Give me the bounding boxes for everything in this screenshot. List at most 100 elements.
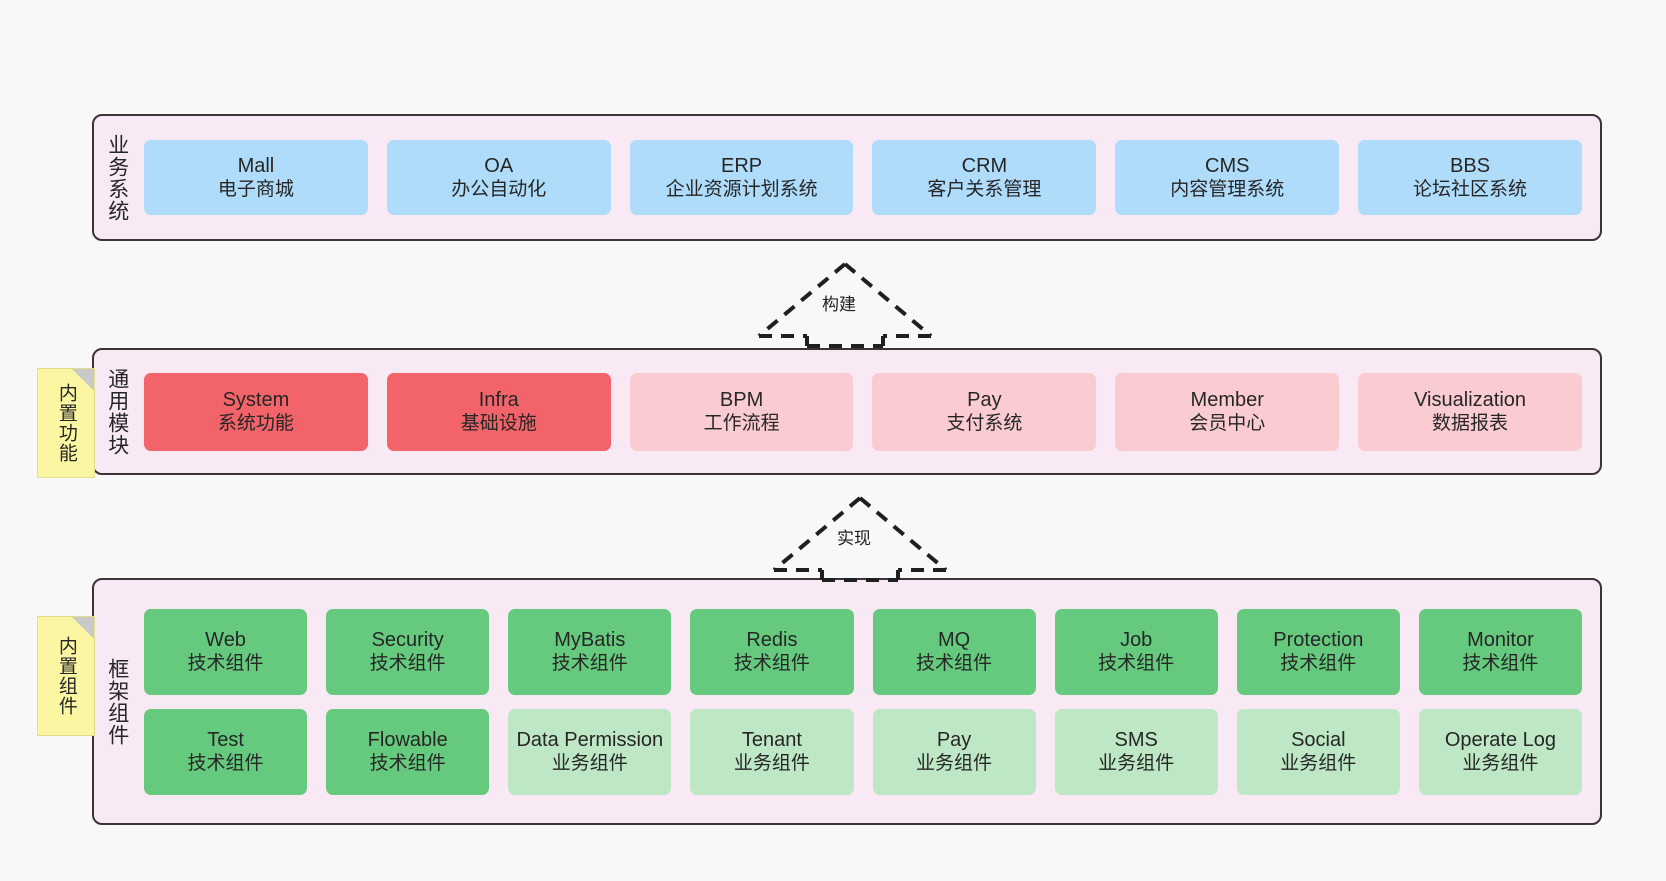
- connector-build-label: 构建: [822, 295, 856, 314]
- box-erp[interactable]: ERP 企业资源计划系统: [629, 140, 854, 215]
- layer-row: Test 技术组件 Flowable 技术组件 Data Permission …: [144, 708, 1582, 795]
- layer-title-business: 业务系统: [105, 133, 129, 222]
- box-title: Data Permission: [516, 728, 664, 751]
- box-redis[interactable]: Redis 技术组件: [690, 608, 854, 695]
- box-subtitle: 技术组件: [551, 653, 628, 675]
- box-subtitle: 技术组件: [1462, 653, 1539, 675]
- box-subtitle: 会员中心: [1189, 413, 1266, 435]
- layer-business-system: 业务系统 Mall 电子商城 OA 办公自动化 ERP 企业资源计划系统 CRM…: [92, 114, 1602, 241]
- layer-row: Mall 电子商城 OA 办公自动化 ERP 企业资源计划系统 CRM 客户关系…: [144, 140, 1582, 215]
- box-infra[interactable]: Infra 基础设施: [386, 372, 611, 451]
- box-pay[interactable]: Pay 支付系统: [872, 372, 1097, 451]
- box-subtitle: 业务组件: [1280, 753, 1357, 775]
- box-subtitle: 论坛社区系统: [1413, 179, 1528, 201]
- box-sms[interactable]: SMS 业务组件: [1054, 708, 1218, 795]
- box-title: System: [222, 388, 290, 411]
- box-subtitle: 技术组件: [187, 753, 264, 775]
- box-title: Flowable: [367, 728, 448, 751]
- layer-common-module: 通用模块 System 系统功能 Infra 基础设施 BPM 工作流程 Pay…: [92, 348, 1602, 475]
- box-subtitle: 技术组件: [1098, 653, 1175, 675]
- box-title: Pay: [967, 388, 1002, 411]
- box-data-permission[interactable]: Data Permission 业务组件: [508, 708, 672, 795]
- note-label: 内置组件: [55, 636, 77, 716]
- box-test[interactable]: Test 技术组件: [144, 708, 308, 795]
- box-subtitle: 业务组件: [1462, 753, 1539, 775]
- box-bpm[interactable]: BPM 工作流程: [629, 372, 854, 451]
- box-subtitle: 客户关系管理: [927, 179, 1042, 201]
- box-title: Job: [1120, 628, 1153, 651]
- box-pay-component[interactable]: Pay 业务组件: [872, 708, 1036, 795]
- box-subtitle: 技术组件: [369, 753, 446, 775]
- box-title: Social: [1291, 728, 1346, 751]
- layer-body-business: Mall 电子商城 OA 办公自动化 ERP 企业资源计划系统 CRM 客户关系…: [140, 116, 1600, 239]
- box-title: OA: [484, 154, 514, 177]
- box-subtitle: 技术组件: [187, 653, 264, 675]
- box-subtitle: 技术组件: [733, 653, 810, 675]
- box-subtitle: 办公自动化: [451, 179, 547, 201]
- box-title: CMS: [1205, 154, 1250, 177]
- box-title: Member: [1190, 388, 1264, 411]
- layer-body-common: System 系统功能 Infra 基础设施 BPM 工作流程 Pay 支付系统…: [140, 350, 1600, 473]
- box-title: Infra: [478, 388, 519, 411]
- layer-row: System 系统功能 Infra 基础设施 BPM 工作流程 Pay 支付系统…: [144, 372, 1582, 451]
- box-subtitle: 系统功能: [217, 413, 294, 435]
- box-job[interactable]: Job 技术组件: [1054, 608, 1218, 695]
- box-title: Redis: [746, 628, 798, 651]
- layer-body-framework: Web 技术组件 Security 技术组件 MyBatis 技术组件 Redi…: [140, 580, 1600, 823]
- box-title: Protection: [1273, 628, 1364, 651]
- box-title: Visualization: [1414, 388, 1527, 411]
- box-title: CRM: [961, 154, 1008, 177]
- box-subtitle: 基础设施: [460, 413, 537, 435]
- box-title: Web: [205, 628, 246, 651]
- box-subtitle: 业务组件: [1098, 753, 1175, 775]
- box-subtitle: 工作流程: [703, 413, 780, 435]
- box-social[interactable]: Social 业务组件: [1236, 708, 1400, 795]
- note-builtin-components: 内置组件: [37, 616, 95, 736]
- box-system[interactable]: System 系统功能: [144, 372, 368, 451]
- box-subtitle: 业务组件: [916, 753, 993, 775]
- box-subtitle: 技术组件: [916, 653, 993, 675]
- box-web[interactable]: Web 技术组件: [144, 608, 308, 695]
- box-mybatis[interactable]: MyBatis 技术组件: [508, 608, 672, 695]
- box-tenant[interactable]: Tenant 业务组件: [690, 708, 854, 795]
- box-title: Test: [207, 728, 244, 751]
- box-title: Pay: [936, 728, 972, 751]
- box-cms[interactable]: CMS 内容管理系统: [1115, 140, 1340, 215]
- box-title: MyBatis: [554, 628, 626, 651]
- box-protection[interactable]: Protection 技术组件: [1236, 608, 1400, 695]
- note-builtin-features: 内置功能: [37, 368, 95, 478]
- box-bbs[interactable]: BBS 论坛社区系统: [1358, 140, 1582, 215]
- connector-build-arrow: [757, 262, 933, 348]
- box-subtitle: 电子商城: [217, 179, 294, 201]
- box-subtitle: 技术组件: [369, 653, 446, 675]
- box-operate-log[interactable]: Operate Log 业务组件: [1418, 708, 1582, 795]
- box-title: Operate Log: [1444, 728, 1557, 751]
- box-subtitle: 支付系统: [946, 413, 1023, 435]
- box-mq[interactable]: MQ 技术组件: [872, 608, 1036, 695]
- note-label: 内置功能: [55, 383, 77, 463]
- connector-implement-arrow: [772, 496, 948, 582]
- box-subtitle: 技术组件: [1280, 653, 1357, 675]
- box-security[interactable]: Security 技术组件: [326, 608, 490, 695]
- box-title: Security: [371, 628, 444, 651]
- box-monitor[interactable]: Monitor 技术组件: [1418, 608, 1582, 695]
- box-flowable[interactable]: Flowable 技术组件: [326, 708, 490, 795]
- box-oa[interactable]: OA 办公自动化: [386, 140, 611, 215]
- box-subtitle: 业务组件: [733, 753, 810, 775]
- box-crm[interactable]: CRM 客户关系管理: [872, 140, 1097, 215]
- layer-framework-component: 框架组件 Web 技术组件 Security 技术组件 MyBatis 技术组件…: [92, 578, 1602, 825]
- box-member[interactable]: Member 会员中心: [1115, 372, 1340, 451]
- box-title: BBS: [1450, 154, 1491, 177]
- layer-title-common: 通用模块: [105, 367, 129, 456]
- note-fold-corner-icon: [72, 617, 94, 639]
- box-mall[interactable]: Mall 电子商城: [144, 140, 368, 215]
- connector-implement-label: 实现: [837, 529, 871, 548]
- box-title: Monitor: [1467, 628, 1534, 651]
- box-subtitle: 企业资源计划系统: [665, 179, 818, 201]
- box-title: MQ: [937, 628, 971, 651]
- layer-row: Web 技术组件 Security 技术组件 MyBatis 技术组件 Redi…: [144, 608, 1582, 695]
- box-visualization[interactable]: Visualization 数据报表: [1358, 372, 1582, 451]
- box-title: SMS: [1114, 728, 1158, 751]
- box-title: BPM: [719, 388, 764, 411]
